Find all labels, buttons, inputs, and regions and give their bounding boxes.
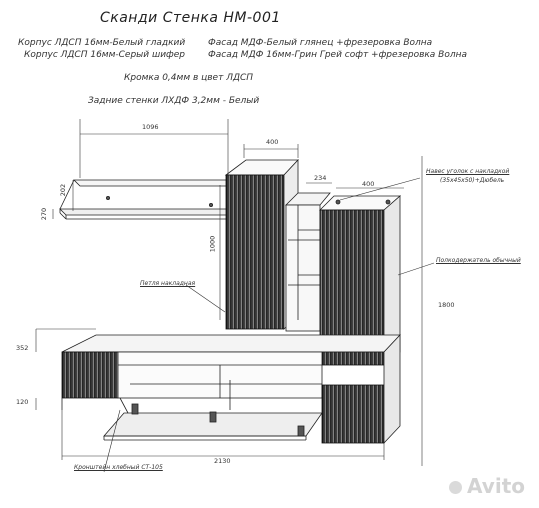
wall-shelf xyxy=(59,179,238,220)
watermark-text: Avito xyxy=(467,474,525,498)
callout-shelf-holder: Полкодержатель обычный xyxy=(436,257,521,264)
dim-shelf-depth: 270 xyxy=(40,207,49,221)
dim-overall-height: 1800 xyxy=(438,301,455,309)
spec-body-white: Корпус ЛДСП 16мм-Белый гладкий xyxy=(18,38,186,48)
spec-body-grey: Корпус ЛДСП 16мм-Серый шифер xyxy=(24,50,185,60)
callout-hinge: Навес уголок с накладкой xyxy=(426,168,510,175)
callout-leaders xyxy=(103,177,435,473)
dim-right-width: 400 xyxy=(362,180,375,188)
avito-logo-icon xyxy=(449,481,463,494)
dim-tv-width: 2130 xyxy=(214,457,231,465)
dim-tv-gap: 120 xyxy=(16,398,29,406)
spec-facade-green: Фасад МДФ 16мм-Грин Грей софт +фрезеровк… xyxy=(208,50,468,60)
spec-back: Задние стенки ЛХДФ 3,2мм - Белый xyxy=(88,96,260,106)
dim-shelf-height: 202 xyxy=(59,183,68,197)
tv-stand xyxy=(61,333,401,445)
dim-tall-width: 400 xyxy=(266,138,279,146)
callout-loop: Петля накладная xyxy=(140,280,196,287)
dim-gap-width: 234 xyxy=(314,174,327,182)
callout-hinge-spec: (35х45х50)+Дюбель xyxy=(440,177,505,184)
avito-watermark: Avito xyxy=(449,474,525,498)
callout-bracket: Кронштейн хлебный СТ-105 xyxy=(74,464,163,471)
dimension-lines xyxy=(35,119,423,466)
dim-tall-height: 1000 xyxy=(208,235,217,253)
dim-shelf-width: 1096 xyxy=(142,123,159,131)
spec-facade-white: Фасад МДФ-Белый глянец +фрезеровка Волна xyxy=(208,38,433,48)
spec-edge: Кромка 0,4мм в цвет ЛДСП xyxy=(124,73,254,83)
diagram-title: Сканди Стенка НМ-001 xyxy=(100,10,281,26)
dim-tv-height: 352 xyxy=(16,344,29,352)
